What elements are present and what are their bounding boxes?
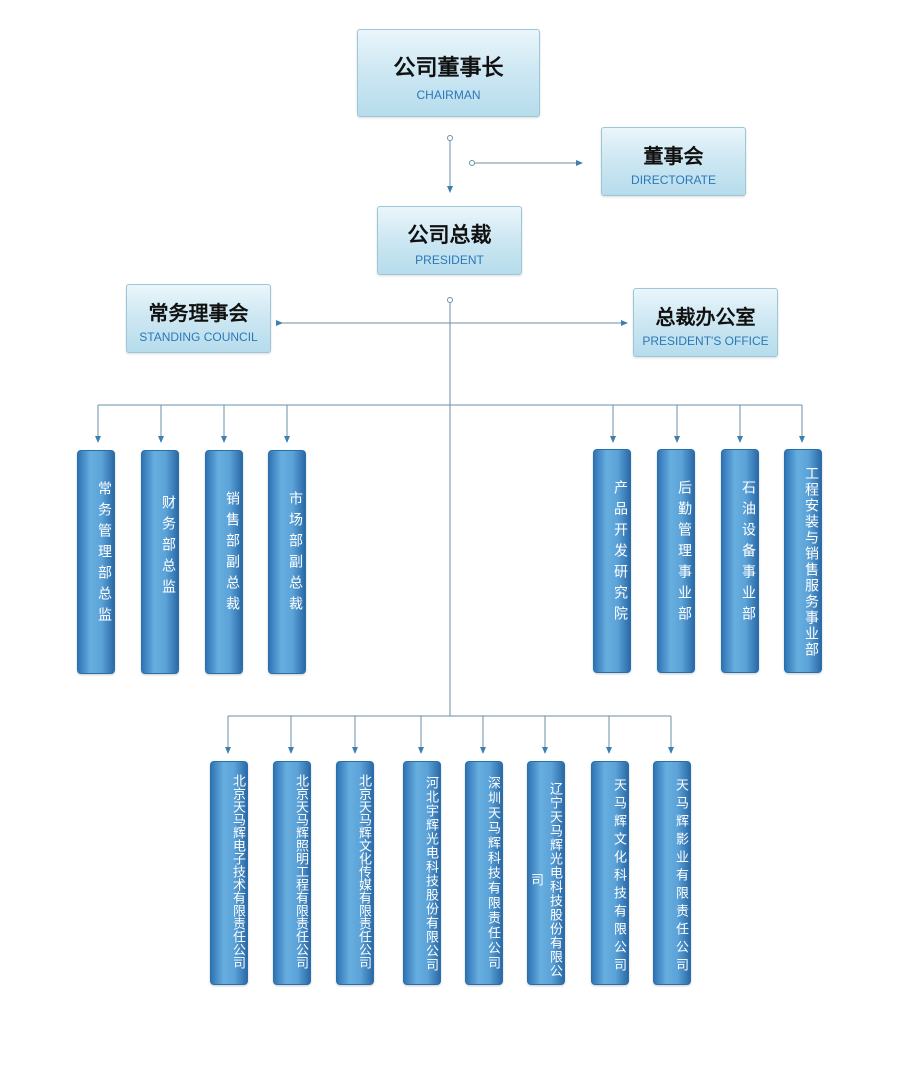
company-label: 深圳天马辉科技有限责任公司 [485,776,500,971]
president-office-cn: 总裁办公室 [655,305,756,329]
department-label: 石油设备事业部 [740,480,756,627]
chairman-cn: 公司董事长 [393,56,504,81]
standing-council-en: STANDING COUNCIL [139,330,258,344]
department-box-right-2: 石油设备事业部 [721,449,759,673]
president-cn: 公司总裁 [407,223,492,247]
department-label: 财务部总监 [160,495,176,600]
president-office-en: PRESIDENT'S OFFICE [642,334,769,348]
directorate-cn: 董事会 [643,144,704,168]
company-label: 北京天马辉文化传媒有限责任公司 [356,774,371,969]
department-label: 产品开发研究院 [612,480,628,627]
directorate-box: 董事会 DIRECTORATE [601,127,746,196]
company-box-6: 天马辉文化科技有限公司 [591,761,629,985]
company-label: 天马辉文化科技有限公司 [611,778,626,976]
chairman-en: CHAIRMAN [416,88,481,102]
company-box-7: 天马辉影业有限责任公司 [653,761,691,985]
department-label: 市场部副总裁 [287,491,303,617]
department-box-left-0: 常务管理部总监 [77,450,115,674]
company-box-0: 北京天马辉电子技术有限责任公司 [210,761,248,985]
chairman-connector-dot [447,135,453,141]
company-label: 北京天马辉照明工程有限责任公司 [293,774,308,969]
department-box-right-1: 后勤管理事业部 [657,449,695,673]
company-label: 北京天马辉电子技术有限责任公司 [230,774,245,969]
company-box-5: 辽宁天马辉光电科技股份有限公司 [527,761,565,985]
company-box-1: 北京天马辉照明工程有限责任公司 [273,761,311,985]
standing-council-box: 常务理事会 STANDING COUNCIL [126,284,271,353]
company-label: 辽宁天马辉光电科技股份有限公司 [528,782,562,978]
president-office-box: 总裁办公室 PRESIDENT'S OFFICE [633,288,778,357]
standing-council-cn: 常务理事会 [148,301,249,325]
directorate-en: DIRECTORATE [631,173,716,187]
department-label: 工程安装与销售服务事业部 [803,466,819,658]
department-box-left-2: 销售部副总裁 [205,450,243,674]
president-connector-dot [447,297,453,303]
company-label: 河北宇辉光电科技股份有限公司 [423,776,438,972]
president-en: PRESIDENT [415,253,484,267]
company-label: 天马辉影业有限责任公司 [673,778,688,976]
chairman-box: 公司董事长 CHAIRMAN [357,29,540,117]
department-label: 销售部副总裁 [224,491,240,617]
department-label: 常务管理部总监 [96,481,112,628]
department-box-left-3: 市场部副总裁 [268,450,306,674]
department-label: 后勤管理事业部 [676,480,692,627]
company-box-4: 深圳天马辉科技有限责任公司 [465,761,503,985]
president-box: 公司总裁 PRESIDENT [377,206,522,275]
company-box-2: 北京天马辉文化传媒有限责任公司 [336,761,374,985]
department-box-right-3: 工程安装与销售服务事业部 [784,449,822,673]
company-box-3: 河北宇辉光电科技股份有限公司 [403,761,441,985]
department-box-left-1: 财务部总监 [141,450,179,674]
department-box-right-0: 产品开发研究院 [593,449,631,673]
directorate-connector-dot [469,160,475,166]
